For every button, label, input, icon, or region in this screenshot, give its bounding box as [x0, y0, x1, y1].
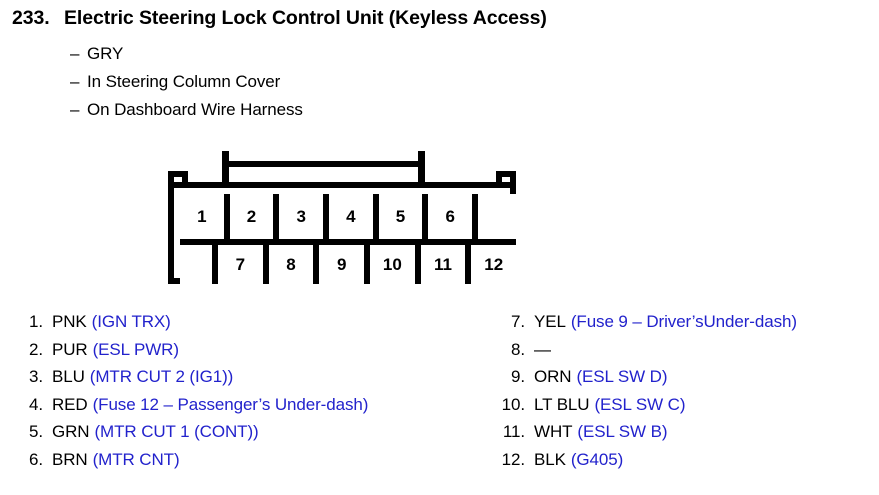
legend-item: 2. PUR (ESL PWR) [18, 340, 478, 368]
legend-pin-number: 1. [29, 312, 43, 331]
pin-cell-5: 5 [378, 194, 429, 239]
legend-wire-color: BLU [52, 367, 85, 386]
legend-signal-name: (MTR CUT 1 (CONT)) [94, 422, 259, 441]
bullet-dash-icon: – [70, 72, 80, 91]
legend-pin-number: 3. [29, 367, 43, 386]
legend-pin-number: 7. [511, 312, 525, 331]
legend-pin-number: 2. [29, 339, 43, 359]
pin-cell-8: 8 [268, 245, 320, 284]
connector-latch-post-right [418, 151, 425, 187]
legend-item: 7. YEL (Fuse 9 – Driver’sUnder-dash) [500, 312, 879, 340]
connector-latch-post-left [222, 151, 229, 187]
legend-pin-number: 5. [29, 422, 43, 441]
legend-signal-name: (G405) [570, 449, 624, 469]
legend-item: 3. BLU (MTR CUT 2 (IG1)) [18, 367, 478, 395]
subtitle-text: On Dashboard Wire Harness [87, 100, 303, 119]
legend-wire-color: GRN [52, 422, 90, 441]
legend-pin-number: 10. [501, 394, 525, 414]
legend-pin-number: 4. [29, 394, 43, 414]
connector-shell: 1 2 3 4 5 6 7 8 9 10 11 12 [168, 171, 517, 284]
legend-wire-color: BRN [52, 449, 88, 469]
pin-cell-blank-top-right [478, 194, 517, 239]
legend-wire-color: ORN [534, 367, 572, 386]
legend-signal-name: (ESL SW B) [577, 422, 668, 441]
subtitle-line-location: –In Steering Column Cover [70, 72, 280, 92]
legend-item: 1. PNK (IGN TRX) [18, 312, 478, 340]
subtitle-line-color: –GRY [70, 44, 123, 64]
bullet-dash-icon: – [70, 100, 80, 119]
pin-cell-2: 2 [229, 194, 280, 239]
legend-item: 4. RED (Fuse 12 – Passenger’s Under-dash… [18, 395, 478, 423]
legend-wire-color: RED [52, 394, 88, 414]
page-title-number: 233. [12, 7, 50, 29]
subtitle-text: GRY [87, 44, 124, 63]
page-title: 233. Electric Steering Lock Control Unit … [12, 7, 547, 30]
pin-legend-column-right: 7. YEL (Fuse 9 – Driver’sUnder-dash) 8. … [500, 312, 879, 477]
legend-wire-color: PUR [52, 339, 88, 359]
legend-signal-name: (MTR CNT) [92, 449, 180, 469]
legend-wire-color: YEL [534, 312, 566, 331]
legend-wire-color: — [534, 339, 551, 359]
connector-notch-left [168, 171, 188, 183]
legend-wire-color: PNK [52, 312, 87, 331]
legend-wire-color: LT BLU [534, 394, 590, 414]
pin-legend-column-left: 1. PNK (IGN TRX) 2. PUR (ESL PWR) 3. BLU… [18, 312, 478, 477]
legend-signal-name: (Fuse 9 – Driver’sUnder-dash) [570, 312, 797, 331]
pin-cell-6: 6 [428, 194, 479, 239]
legend-pin-number: 8. [511, 339, 525, 359]
pin-cell-4: 4 [329, 194, 379, 239]
legend-signal-name: (ESL SW D) [576, 367, 668, 386]
legend-item: 8. — [500, 340, 879, 368]
pin-cell-3: 3 [279, 194, 330, 239]
subtitle-text: In Steering Column Cover [87, 72, 281, 91]
legend-wire-color: BLK [534, 449, 566, 469]
pin-cell-7: 7 [218, 245, 269, 284]
legend-signal-name: (ESL SW C) [594, 394, 686, 414]
pin-cell-1: 1 [180, 194, 230, 239]
legend-wire-color: WHT [534, 422, 573, 441]
page-title-text: Electric Steering Lock Control Unit (Key… [64, 7, 547, 29]
pin-cell-blank-bottom-left [180, 245, 218, 284]
legend-item: 11. WHT (ESL SW B) [500, 422, 879, 450]
legend-pin-number: 11. [502, 422, 525, 441]
bullet-dash-icon: – [70, 44, 80, 63]
connector-pin-row-top: 1 2 3 4 5 6 [180, 194, 517, 239]
connector-pin-row-bottom: 7 8 9 10 11 12 [180, 239, 517, 284]
connector-body: 1 2 3 4 5 6 7 8 9 10 11 12 [168, 182, 517, 284]
legend-item: 6. BRN (MTR CNT) [18, 450, 478, 478]
legend-item: 5. GRN (MTR CUT 1 (CONT)) [18, 422, 478, 450]
connector-latch-bar [222, 161, 425, 167]
pin-cell-12: 12 [471, 245, 517, 284]
legend-pin-number: 12. [501, 449, 525, 469]
legend-signal-name: (IGN TRX) [91, 312, 171, 331]
legend-signal-name: (ESL PWR) [92, 339, 179, 359]
pin-cell-9: 9 [319, 245, 371, 284]
legend-signal-name: (Fuse 12 – Passenger’s Under-dash) [92, 394, 369, 414]
connector-notch-right [496, 171, 516, 183]
legend-signal-name: (MTR CUT 2 (IG1)) [89, 367, 234, 386]
legend-item: 12. BLK (G405) [500, 450, 879, 478]
legend-item: 9. ORN (ESL SW D) [500, 367, 879, 395]
connector-diagram: 1 2 3 4 5 6 7 8 9 10 11 12 [168, 147, 517, 287]
subtitle-line-harness: –On Dashboard Wire Harness [70, 100, 303, 120]
legend-pin-number: 9. [511, 367, 525, 386]
legend-pin-number: 6. [29, 449, 43, 469]
legend-item: 10. LT BLU (ESL SW C) [500, 395, 879, 423]
pin-cell-11: 11 [420, 245, 472, 284]
pin-cell-10: 10 [370, 245, 421, 284]
